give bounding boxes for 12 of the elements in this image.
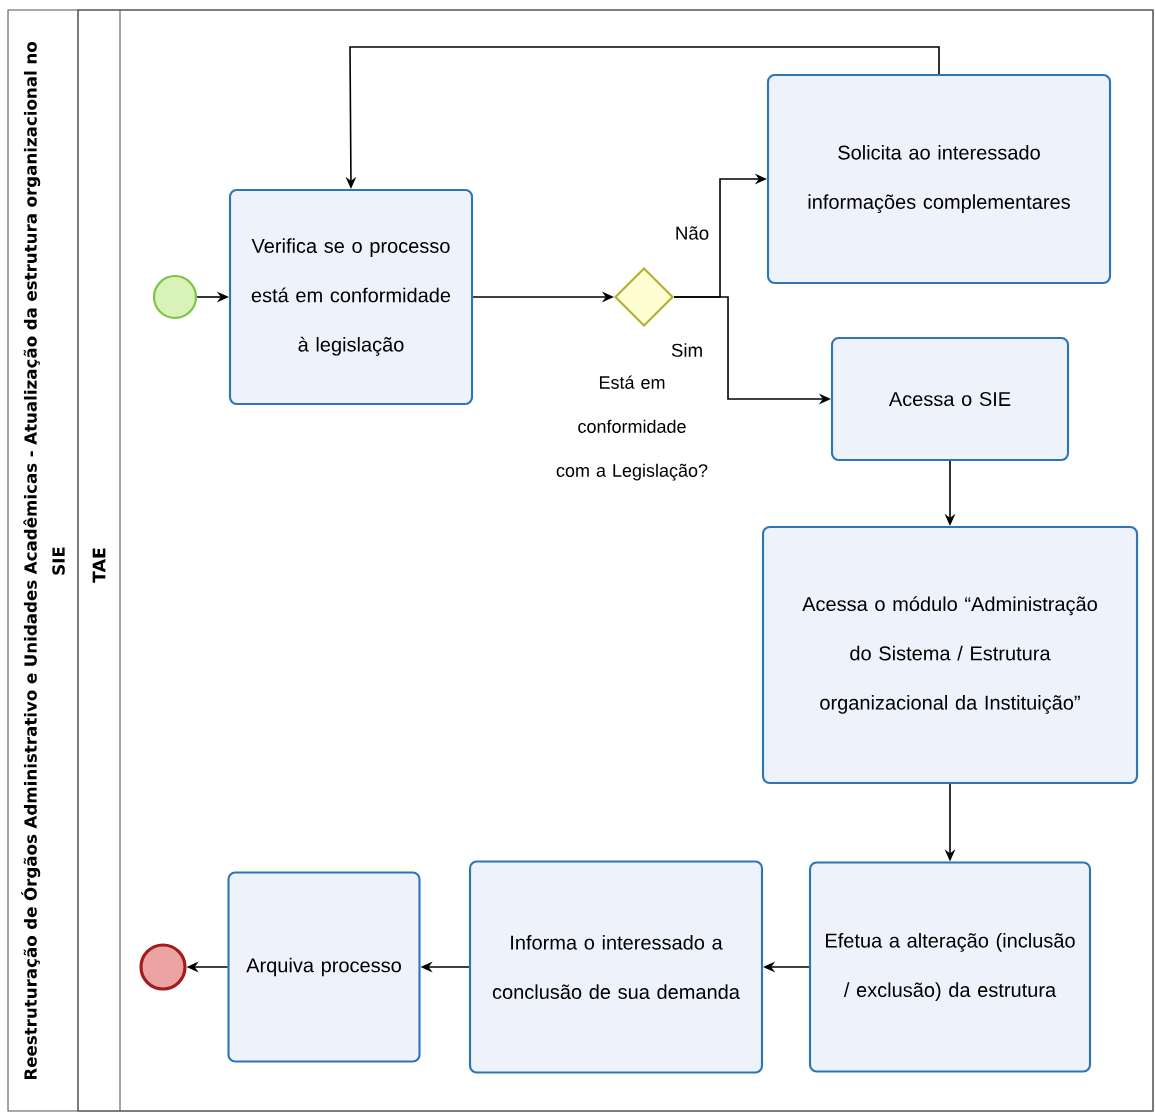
edge-label: Sim — [669, 341, 705, 359]
start-event-circle — [152, 274, 198, 320]
end-event-circle — [139, 943, 187, 991]
task-box: Efetua a alteração (inclusão / exclusão) da estrutura — [808, 861, 1092, 1073]
task-box: Informa o interessado a conclusão de sua demanda — [468, 860, 764, 1074]
edge-label: Não — [673, 224, 711, 242]
task-box: Arquiva processo — [227, 871, 421, 1063]
gateway-label: Está em conformidade com a Legislação? — [556, 375, 708, 481]
task-box: Solicita ao interessado informações complementares — [766, 73, 1112, 285]
task-box: Verifica se o processo está em conformidade à legislação — [228, 188, 474, 406]
task-box: Acessa o SIE — [830, 336, 1070, 462]
task-box: Acessa o módulo “Administração do Sistema / Estrutura organizacional da Instituição” — [761, 525, 1139, 785]
